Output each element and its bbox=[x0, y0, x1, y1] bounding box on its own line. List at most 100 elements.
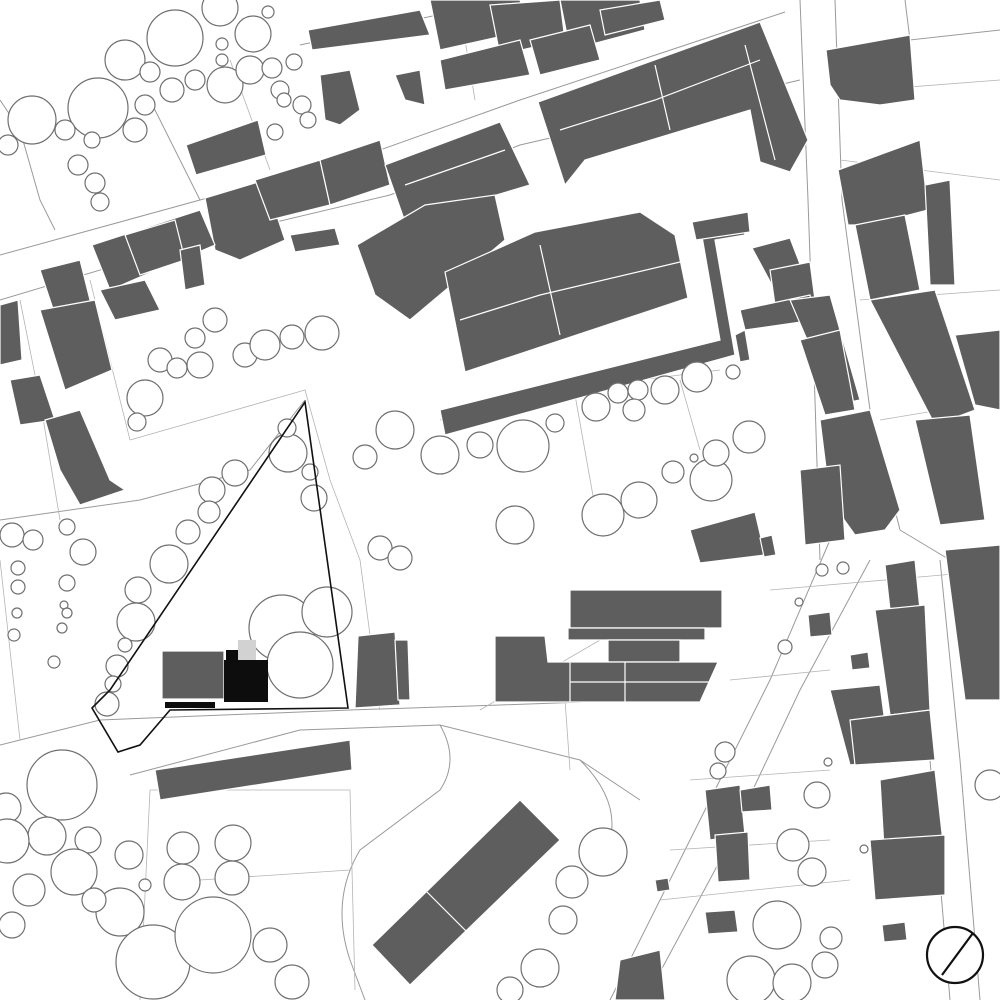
tree bbox=[74, 826, 102, 854]
tree bbox=[175, 519, 201, 545]
tree bbox=[90, 192, 110, 212]
tree bbox=[184, 69, 206, 91]
tree bbox=[261, 5, 275, 19]
tree bbox=[725, 364, 741, 380]
building bbox=[161, 650, 225, 700]
building bbox=[954, 329, 1000, 411]
tree bbox=[249, 329, 281, 361]
road-edge bbox=[0, 399, 306, 521]
tree bbox=[10, 560, 26, 576]
tree bbox=[496, 419, 550, 473]
site-building bbox=[224, 660, 268, 702]
tree bbox=[215, 53, 229, 67]
tree bbox=[702, 439, 730, 467]
tree bbox=[726, 955, 776, 1005]
tree bbox=[285, 53, 303, 71]
tree bbox=[0, 792, 22, 824]
building bbox=[869, 289, 976, 426]
building bbox=[799, 329, 856, 416]
tree bbox=[819, 926, 843, 950]
building bbox=[179, 244, 206, 291]
tree bbox=[815, 563, 829, 577]
tree bbox=[627, 379, 649, 401]
tree bbox=[163, 863, 201, 901]
building bbox=[319, 69, 361, 126]
tree bbox=[69, 538, 97, 566]
tree bbox=[752, 900, 802, 950]
tree bbox=[581, 493, 625, 537]
tree bbox=[7, 628, 21, 642]
building bbox=[607, 639, 681, 663]
tree bbox=[54, 119, 76, 141]
tree bbox=[105, 654, 129, 678]
tree bbox=[797, 857, 827, 887]
tree bbox=[67, 154, 89, 176]
building bbox=[854, 214, 921, 301]
road-edge bbox=[149, 99, 201, 201]
tree bbox=[681, 361, 713, 393]
tree bbox=[67, 77, 129, 139]
building bbox=[654, 877, 671, 893]
tree bbox=[56, 622, 68, 634]
building bbox=[704, 909, 739, 935]
tree bbox=[777, 639, 793, 655]
building bbox=[739, 784, 773, 813]
tree bbox=[859, 844, 869, 854]
building bbox=[884, 559, 921, 611]
road-edge bbox=[644, 559, 871, 1001]
building bbox=[569, 589, 723, 629]
building bbox=[849, 651, 871, 671]
building bbox=[874, 604, 931, 716]
building bbox=[825, 34, 916, 106]
tree bbox=[61, 607, 73, 619]
tree bbox=[548, 905, 578, 935]
building bbox=[0, 299, 23, 366]
tree bbox=[620, 481, 658, 519]
building bbox=[384, 121, 531, 223]
tree bbox=[139, 61, 161, 83]
tree bbox=[7, 95, 57, 145]
building bbox=[9, 374, 56, 426]
building bbox=[691, 211, 751, 241]
tree bbox=[206, 66, 244, 104]
tree bbox=[0, 911, 26, 939]
tree bbox=[58, 574, 76, 592]
tree bbox=[279, 324, 305, 350]
building bbox=[567, 627, 706, 641]
tree bbox=[146, 9, 204, 67]
road-edge bbox=[939, 559, 981, 1001]
tree bbox=[555, 865, 589, 899]
north-arrow-icon bbox=[925, 925, 985, 985]
building bbox=[394, 639, 411, 701]
tree bbox=[104, 39, 146, 81]
building bbox=[704, 784, 746, 841]
tree bbox=[823, 757, 833, 767]
building bbox=[356, 194, 506, 321]
tree bbox=[581, 392, 611, 422]
building bbox=[537, 21, 809, 187]
building bbox=[914, 414, 986, 526]
building bbox=[238, 640, 256, 662]
tree bbox=[607, 382, 629, 404]
building bbox=[614, 949, 666, 1001]
tree bbox=[300, 484, 328, 512]
tree bbox=[184, 327, 206, 349]
tree bbox=[221, 459, 249, 487]
building bbox=[371, 799, 561, 986]
tree bbox=[166, 831, 200, 865]
tree bbox=[496, 976, 524, 1004]
tree bbox=[202, 307, 228, 333]
building bbox=[799, 464, 846, 546]
tree bbox=[166, 357, 188, 379]
building bbox=[807, 611, 833, 638]
tree bbox=[58, 518, 76, 536]
tree bbox=[301, 586, 353, 638]
tree bbox=[234, 15, 272, 53]
tree bbox=[689, 453, 699, 463]
tree bbox=[215, 37, 229, 51]
tree bbox=[811, 951, 839, 979]
building bbox=[354, 631, 401, 709]
building bbox=[319, 139, 391, 206]
tree bbox=[50, 848, 98, 896]
